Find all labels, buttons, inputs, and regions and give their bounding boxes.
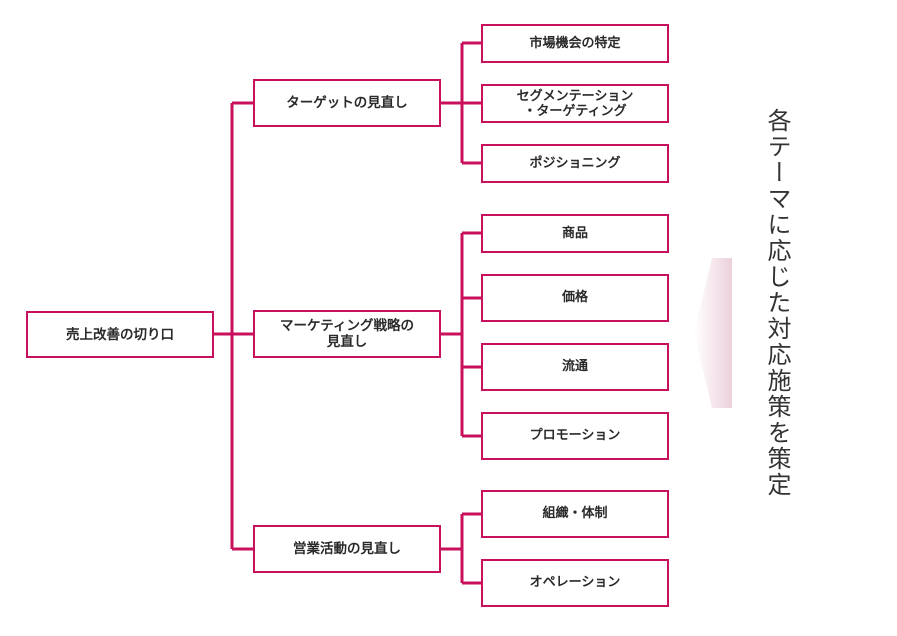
side-caption: 各テーマに応じた対応施策を策定 <box>763 108 791 498</box>
leaf-label: プロモーション <box>529 428 621 443</box>
leaf-label: 商品 <box>561 225 588 241</box>
leaf-node-place: 流通 <box>481 343 669 391</box>
branch-label: 営業活動の見直し <box>293 541 401 557</box>
branch-label: ターゲットの見直し <box>286 95 408 111</box>
branch-node-sales: 営業活動の見直し <box>253 525 441 573</box>
leaf-node-operation: オペレーション <box>481 559 669 607</box>
branch-node-marketing: マーケティング戦略の 見直し <box>253 310 441 358</box>
leaf-label: ポジショニング <box>529 155 621 171</box>
root-label: 売上改善の切り口 <box>66 326 174 343</box>
branch-node-target: ターゲットの見直し <box>253 79 441 127</box>
branch-label: マーケティング戦略の 見直し <box>280 318 414 350</box>
chevron-left-arrow-icon <box>694 258 732 408</box>
root-node: 売上改善の切り口 <box>26 311 214 358</box>
leaf-node-product: 商品 <box>481 214 669 253</box>
leaf-node-organization: 組織・体制 <box>481 490 669 538</box>
leaf-label: 価格 <box>561 290 588 305</box>
leaf-label: オペレーション <box>529 575 621 590</box>
leaf-label: セグメンテーション ・ターゲティング <box>516 88 634 119</box>
leaf-label: 組織・体制 <box>542 506 608 521</box>
leaf-node-positioning: ポジショニング <box>481 144 669 183</box>
leaf-label: 市場機会の特定 <box>529 35 621 51</box>
leaf-node-price: 価格 <box>481 274 669 322</box>
leaf-node-promotion: プロモーション <box>481 412 669 460</box>
leaf-node-market-opportunity: 市場機会の特定 <box>481 24 669 63</box>
leaf-label: 流通 <box>561 359 588 374</box>
leaf-node-segmentation: セグメンテーション ・ターゲティング <box>481 84 669 123</box>
